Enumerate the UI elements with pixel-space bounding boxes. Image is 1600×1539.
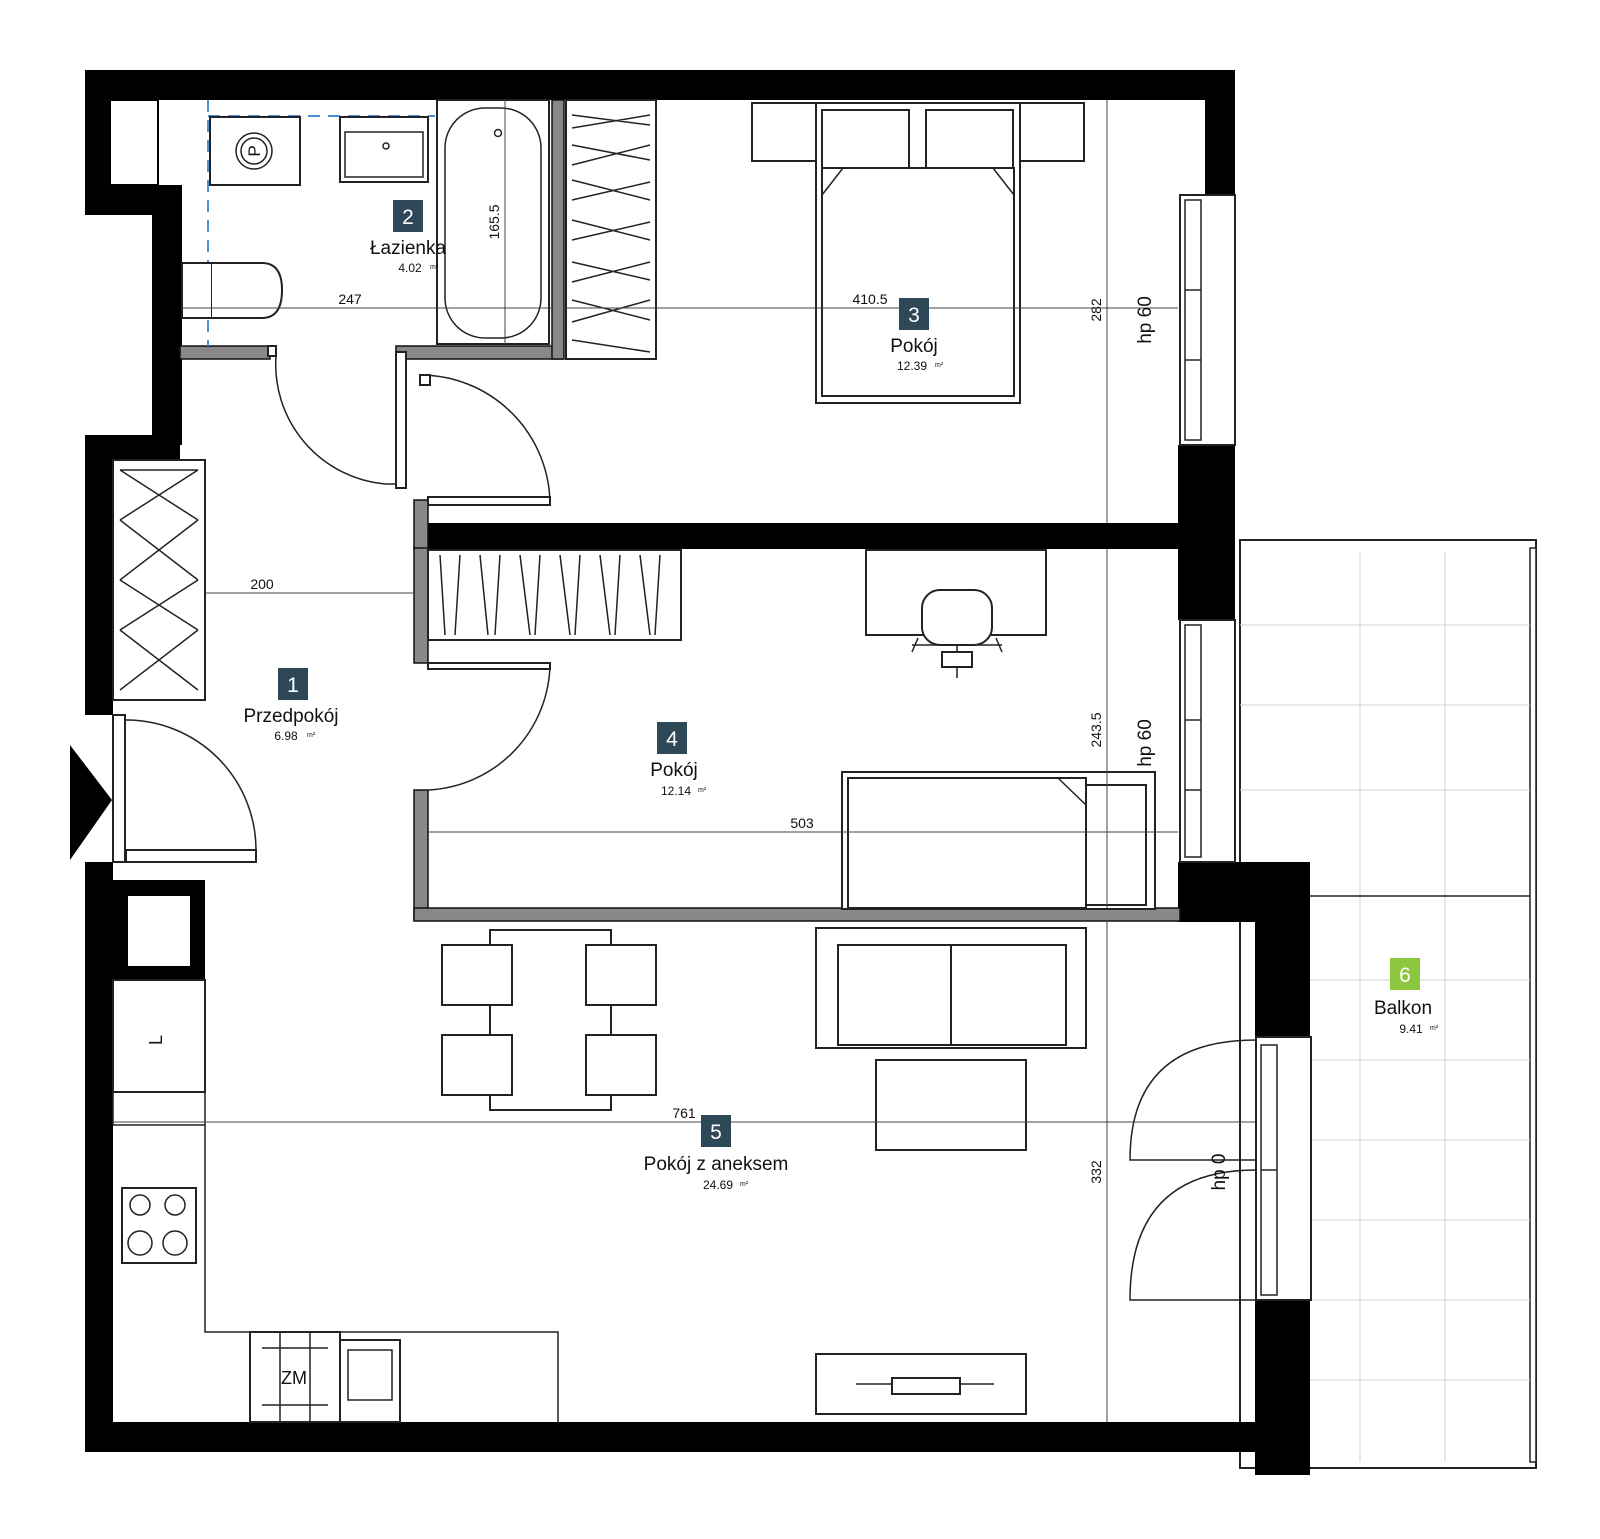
dim-room3-depth: 282 (1088, 298, 1104, 322)
sill-height-room3: hp 60 (1135, 296, 1156, 344)
room-number-badge (701, 1115, 731, 1147)
room-number-badge (393, 200, 423, 232)
room-area-unit: m² (430, 264, 439, 271)
room-area: 6.98 (274, 729, 298, 743)
room-name: Pokój z aneksem (644, 1154, 789, 1175)
bathtub (436, 99, 550, 345)
desk-room4 (865, 549, 1047, 678)
sill-height-room4: hp 60 (1135, 719, 1156, 767)
bed-room3 (751, 102, 1085, 404)
room-name: Pokój (890, 336, 938, 357)
dim-room5-depth: 332 (1088, 1160, 1104, 1184)
room-3-label: 3 Pokój 12.39 m² (890, 298, 944, 373)
wardrobe-room4 (427, 549, 682, 641)
room-5-label: 5 Pokój z aneksem 24.69 m² (644, 1115, 789, 1192)
washer-label: P (245, 145, 264, 156)
dimension-lines (113, 100, 1255, 1422)
room-6-label: 6 Balkon 9.41 m² (1374, 958, 1439, 1036)
room-area-unit: m² (698, 787, 707, 794)
wardrobe-room3 (565, 99, 657, 360)
dishwasher-label: ZM (281, 1368, 307, 1388)
toilet (181, 262, 213, 319)
room-area-unit: m² (307, 732, 316, 739)
fridge (112, 979, 206, 1093)
dim-room4-width: 503 (790, 815, 814, 831)
svg-text:3: 3 (908, 304, 920, 327)
room-area: 4.02 (398, 261, 422, 275)
dim-bathtub-length: 165.5 (486, 204, 502, 239)
room-4-label: 4 Pokój 12.14 m² (650, 722, 707, 798)
room-area: 12.39 (897, 359, 927, 373)
room-area-unit: m² (935, 362, 944, 369)
kitchen (112, 979, 559, 1423)
bed-room4 (841, 771, 1156, 910)
bathroom-fixtures (181, 99, 550, 346)
shaft-top (109, 99, 159, 186)
room-2-label: 2 Łazienka 4.02 m² (370, 200, 446, 275)
room-name: Pokój (650, 760, 698, 781)
svg-text:5: 5 (710, 1121, 722, 1144)
windows (1179, 194, 1312, 1301)
room-area: 12.14 (661, 784, 691, 798)
room-number-badge (278, 668, 308, 700)
walls (85, 70, 1310, 1475)
coffee-table (875, 1059, 1027, 1151)
sink (339, 1339, 401, 1423)
chair (921, 589, 993, 646)
room-area-unit: m² (1430, 1025, 1439, 1032)
dim-room4-depth: 243.5 (1088, 712, 1104, 747)
hob (121, 1187, 197, 1264)
tv-cabinet (815, 1353, 1027, 1415)
room-name: Przedpokój (243, 706, 338, 727)
nightstand (751, 102, 819, 162)
washing-machine (209, 116, 301, 186)
room-number-badge (1390, 958, 1420, 990)
room-number-badge (899, 298, 929, 330)
washbasin (339, 116, 429, 183)
svg-text:4: 4 (666, 728, 678, 751)
doors (112, 345, 1257, 1301)
partitions (179, 99, 1181, 922)
room-area: 24.69 (703, 1178, 733, 1192)
dim-room5-width: 761 (672, 1105, 696, 1121)
room-number-badge (657, 722, 687, 754)
svg-text:1: 1 (287, 674, 299, 697)
svg-text:6: 6 (1399, 964, 1411, 987)
entrance-arrow-icon (70, 745, 112, 860)
sill-height-room5: hp 0 (1209, 1154, 1230, 1191)
room-1-label: 1 Przedpokój 6.98 m² (243, 668, 339, 743)
dim-bath-width: 247 (338, 291, 362, 307)
dining-set (441, 929, 657, 1111)
dim-room3-width: 410.5 (852, 291, 887, 307)
svg-text:2: 2 (402, 206, 414, 229)
nightstand (1017, 102, 1085, 162)
dim-hall-width: 200 (250, 576, 274, 592)
room-name: Łazienka (370, 238, 446, 259)
room-name: Balkon (1374, 998, 1432, 1019)
wardrobe-hall (112, 459, 206, 701)
room-area: 9.41 (1399, 1022, 1423, 1036)
dishwasher (249, 1331, 341, 1423)
sofa (815, 927, 1087, 1049)
room-area-unit: m² (740, 1181, 749, 1188)
shaft-opening (128, 896, 190, 966)
fridge-label: L (146, 1035, 166, 1045)
